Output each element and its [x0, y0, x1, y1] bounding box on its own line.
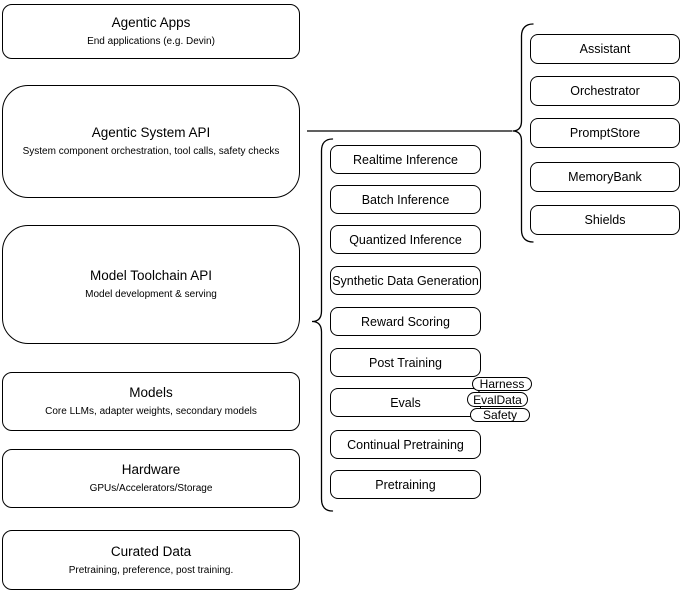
box-continual-pretraining-label: Continual Pretraining	[347, 437, 464, 452]
box-reward-scoring-label: Reward Scoring	[361, 314, 450, 329]
tag-safety-label: Safety	[482, 408, 518, 422]
box-evals-label: Evals	[390, 395, 421, 410]
tag-evaldata: EvalData	[467, 392, 528, 407]
box-orchestrator: Orchestrator	[530, 76, 680, 106]
box-curated-data-subtitle: Pretraining, preference, post training.	[68, 564, 234, 576]
box-evals: Evals	[330, 388, 481, 417]
box-reward-scoring: Reward Scoring	[330, 307, 481, 336]
box-realtime-inference: Realtime Inference	[330, 145, 481, 174]
box-hardware-title: Hardware	[121, 462, 181, 477]
box-shields-label: Shields	[584, 213, 626, 227]
tag-harness: Harness	[472, 377, 532, 391]
box-curated-data-title: Curated Data	[110, 543, 192, 559]
box-pretraining: Pretraining	[330, 470, 481, 499]
box-models-subtitle: Core LLMs, adapter weights, secondary mo…	[45, 406, 257, 417]
box-pretraining-label: Pretraining	[375, 477, 436, 492]
box-quantized-inference-label: Quantized Inference	[349, 232, 462, 247]
box-shields: Shields	[530, 205, 680, 235]
box-memorybank-label: MemoryBank	[568, 170, 642, 184]
box-model-toolchain-api-title: Model Toolchain API	[89, 268, 213, 283]
box-batch-inference-label: Batch Inference	[361, 192, 450, 207]
tag-evaldata-label: EvalData	[473, 392, 522, 407]
box-curated-data: Curated Data Pretraining, preference, po…	[2, 530, 300, 590]
box-synthetic-data-generation: Synthetic Data Generation	[330, 266, 481, 295]
box-model-toolchain-api-subtitle: Model development & serving	[85, 289, 217, 300]
box-realtime-inference-label: Realtime Inference	[353, 152, 458, 167]
box-agentic-system-api-title: Agentic System API	[91, 125, 211, 140]
box-model-toolchain-api: Model Toolchain API Model development & …	[2, 225, 300, 344]
box-synthetic-data-generation-label: Synthetic Data Generation	[332, 273, 479, 288]
box-quantized-inference: Quantized Inference	[330, 225, 481, 254]
box-agentic-apps: Agentic Apps End applications (e.g. Devi…	[2, 4, 300, 59]
box-memorybank: MemoryBank	[530, 162, 680, 192]
box-hardware: Hardware GPUs/Accelerators/Storage	[2, 449, 300, 508]
box-models: Models Core LLMs, adapter weights, secon…	[2, 372, 300, 431]
box-agentic-system-api-subtitle: System component orchestration, tool cal…	[22, 146, 280, 157]
box-agentic-system-api: Agentic System API System component orch…	[2, 85, 300, 198]
box-continual-pretraining: Continual Pretraining	[330, 430, 481, 459]
box-hardware-subtitle: GPUs/Accelerators/Storage	[89, 483, 213, 494]
box-agentic-apps-title: Agentic Apps	[111, 15, 191, 30]
box-models-title: Models	[129, 385, 173, 400]
box-assistant: Assistant	[530, 34, 680, 64]
box-agentic-apps-subtitle: End applications (e.g. Devin)	[87, 36, 215, 47]
tag-safety: Safety	[470, 408, 530, 422]
box-promptstore: PromptStore	[530, 118, 680, 148]
box-orchestrator-label: Orchestrator	[570, 84, 640, 98]
box-post-training: Post Training	[330, 348, 481, 377]
box-assistant-label: Assistant	[579, 42, 631, 56]
box-post-training-label: Post Training	[369, 355, 442, 370]
tag-harness-label: Harness	[479, 377, 525, 391]
box-promptstore-label: PromptStore	[569, 126, 641, 140]
box-batch-inference: Batch Inference	[330, 185, 481, 214]
